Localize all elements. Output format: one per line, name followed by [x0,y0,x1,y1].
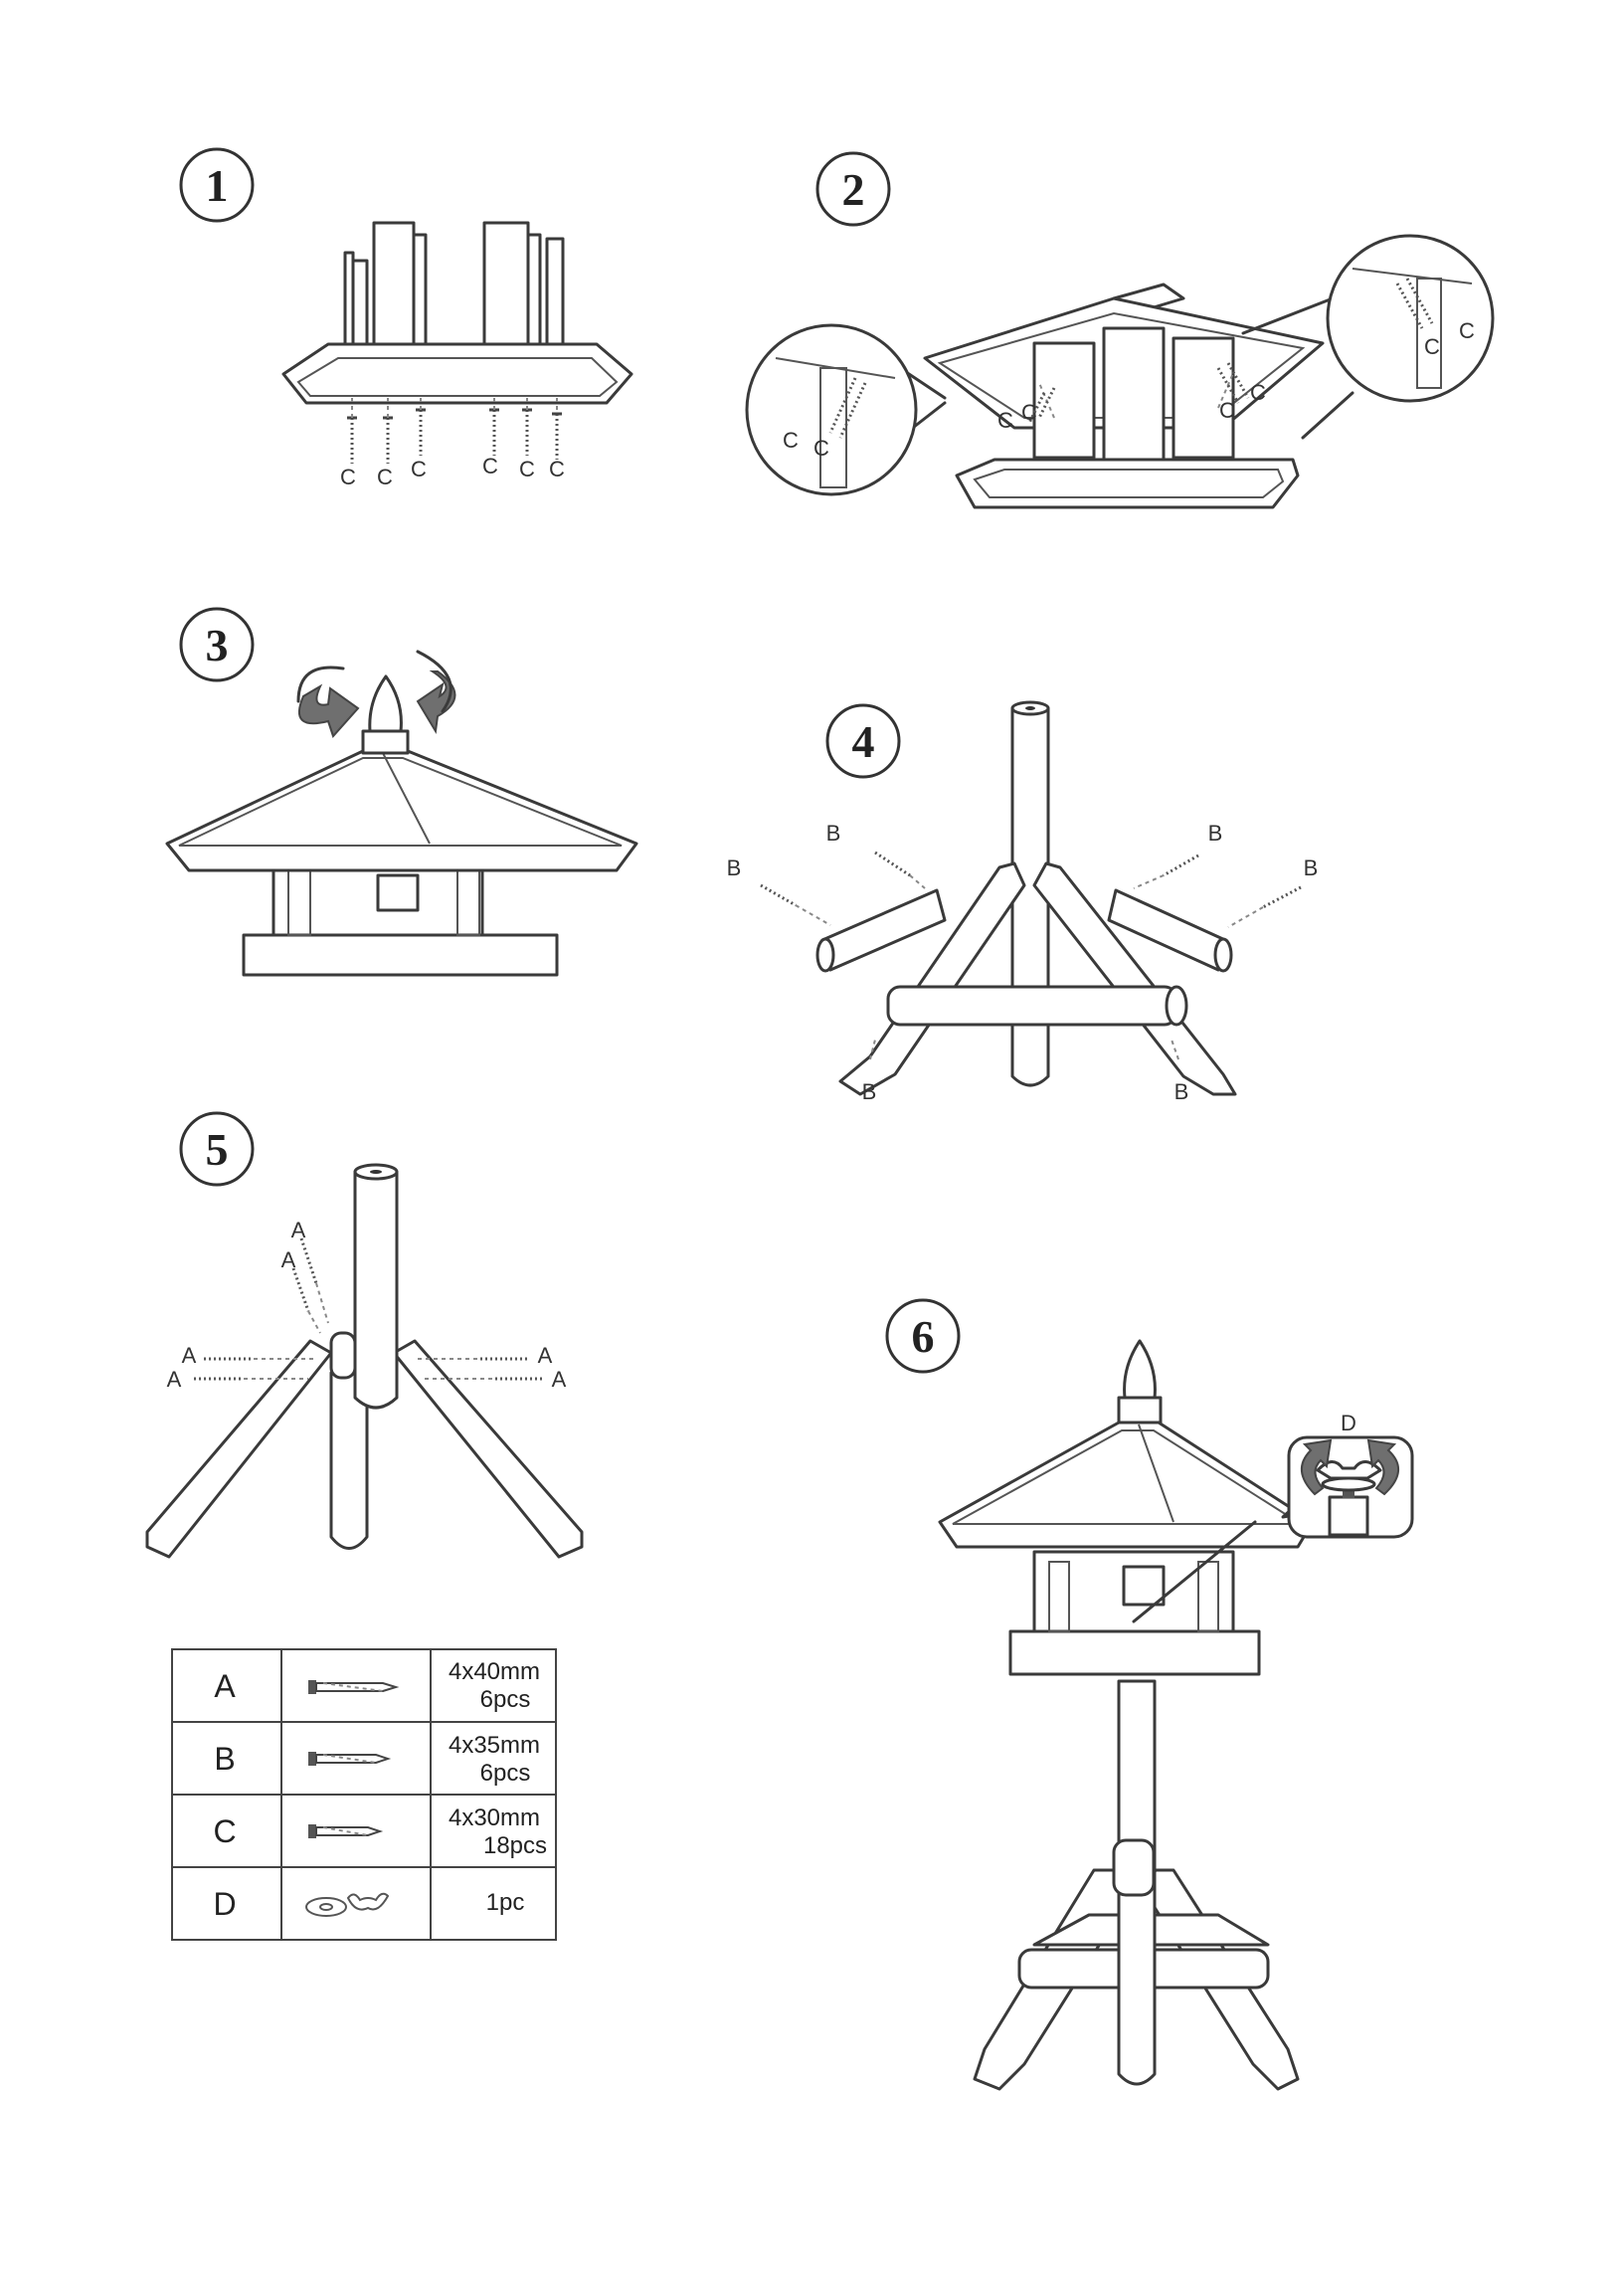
parts-table: A 4x40mm 6pcs B 4x35mm 6pcs C [172,1649,556,1940]
label-d: D [1341,1411,1356,1435]
label-c: C [549,457,565,481]
svg-text:18pcs: 18pcs [483,1832,547,1859]
step-3: 3 [167,609,636,975]
step-number-2: 2 [817,153,889,225]
svg-text:C: C [213,1813,236,1849]
svg-text:1: 1 [206,160,229,211]
label-c: C [1459,318,1475,343]
label-c: C [377,465,393,489]
stand-legs [147,1165,582,1557]
label-b: B [862,1079,877,1104]
svg-text:6: 6 [912,1311,935,1362]
step-6: 6 [887,1300,1412,2089]
step-2: 2 [747,153,1493,507]
svg-text:6pcs: 6pcs [480,1760,531,1787]
label-c: C [783,428,799,453]
svg-text:4: 4 [852,716,875,767]
svg-text:A: A [214,1668,236,1704]
screws-c [347,398,562,464]
label-b: B [1304,855,1319,880]
label-c: C [1250,380,1266,405]
assembled-feeder [940,1341,1313,2089]
long-screw-icon [308,1680,396,1694]
label-c: C [813,436,829,461]
label-a: A [552,1367,567,1392]
feeder-floor-with-posts [283,223,632,403]
label-a: A [167,1367,182,1392]
label-b: B [1174,1079,1189,1104]
stand-frame [840,702,1235,1094]
label-a: A [182,1343,197,1368]
svg-text:4x40mm: 4x40mm [449,1658,540,1685]
svg-text:3: 3 [206,620,229,670]
svg-text:D: D [213,1886,236,1922]
step-number-5: 5 [181,1113,253,1185]
svg-text:4x30mm: 4x30mm [449,1804,540,1831]
zoom-detail-left [747,325,945,494]
step-4: 4 B [727,702,1319,1104]
label-a: A [281,1247,296,1272]
svg-text:2: 2 [842,164,865,215]
svg-text:1pc: 1pc [486,1889,525,1916]
label-c: C [411,457,427,481]
label-a: A [291,1218,306,1242]
medium-screw-icon [308,1752,388,1766]
step-number-4: 4 [827,705,899,777]
label-c: C [1219,398,1235,423]
label-b: B [1208,821,1223,846]
label-c: C [340,465,356,489]
label-c: C [519,457,535,481]
label-b: B [826,821,841,846]
step-number-3: 3 [181,609,253,680]
step-5: 5 A A A A A A [147,1113,582,1557]
label-b: B [727,855,742,880]
label-c: C [1021,400,1037,425]
step-number-6: 6 [887,1300,959,1372]
svg-text:B: B [214,1741,235,1777]
detail-wingnut-callout [1283,1437,1412,1537]
svg-text:6pcs: 6pcs [480,1686,531,1713]
crossbar-left [817,890,945,971]
label-c: C [997,408,1013,433]
label-c: C [482,454,498,478]
label-c: C [1424,334,1440,359]
svg-text:5: 5 [206,1124,229,1175]
step-1: 1 C C C C [181,149,632,489]
label-a: A [538,1343,553,1368]
step-number-1: 1 [181,149,253,221]
feeder-house [167,676,636,975]
svg-text:4x35mm: 4x35mm [449,1732,540,1759]
